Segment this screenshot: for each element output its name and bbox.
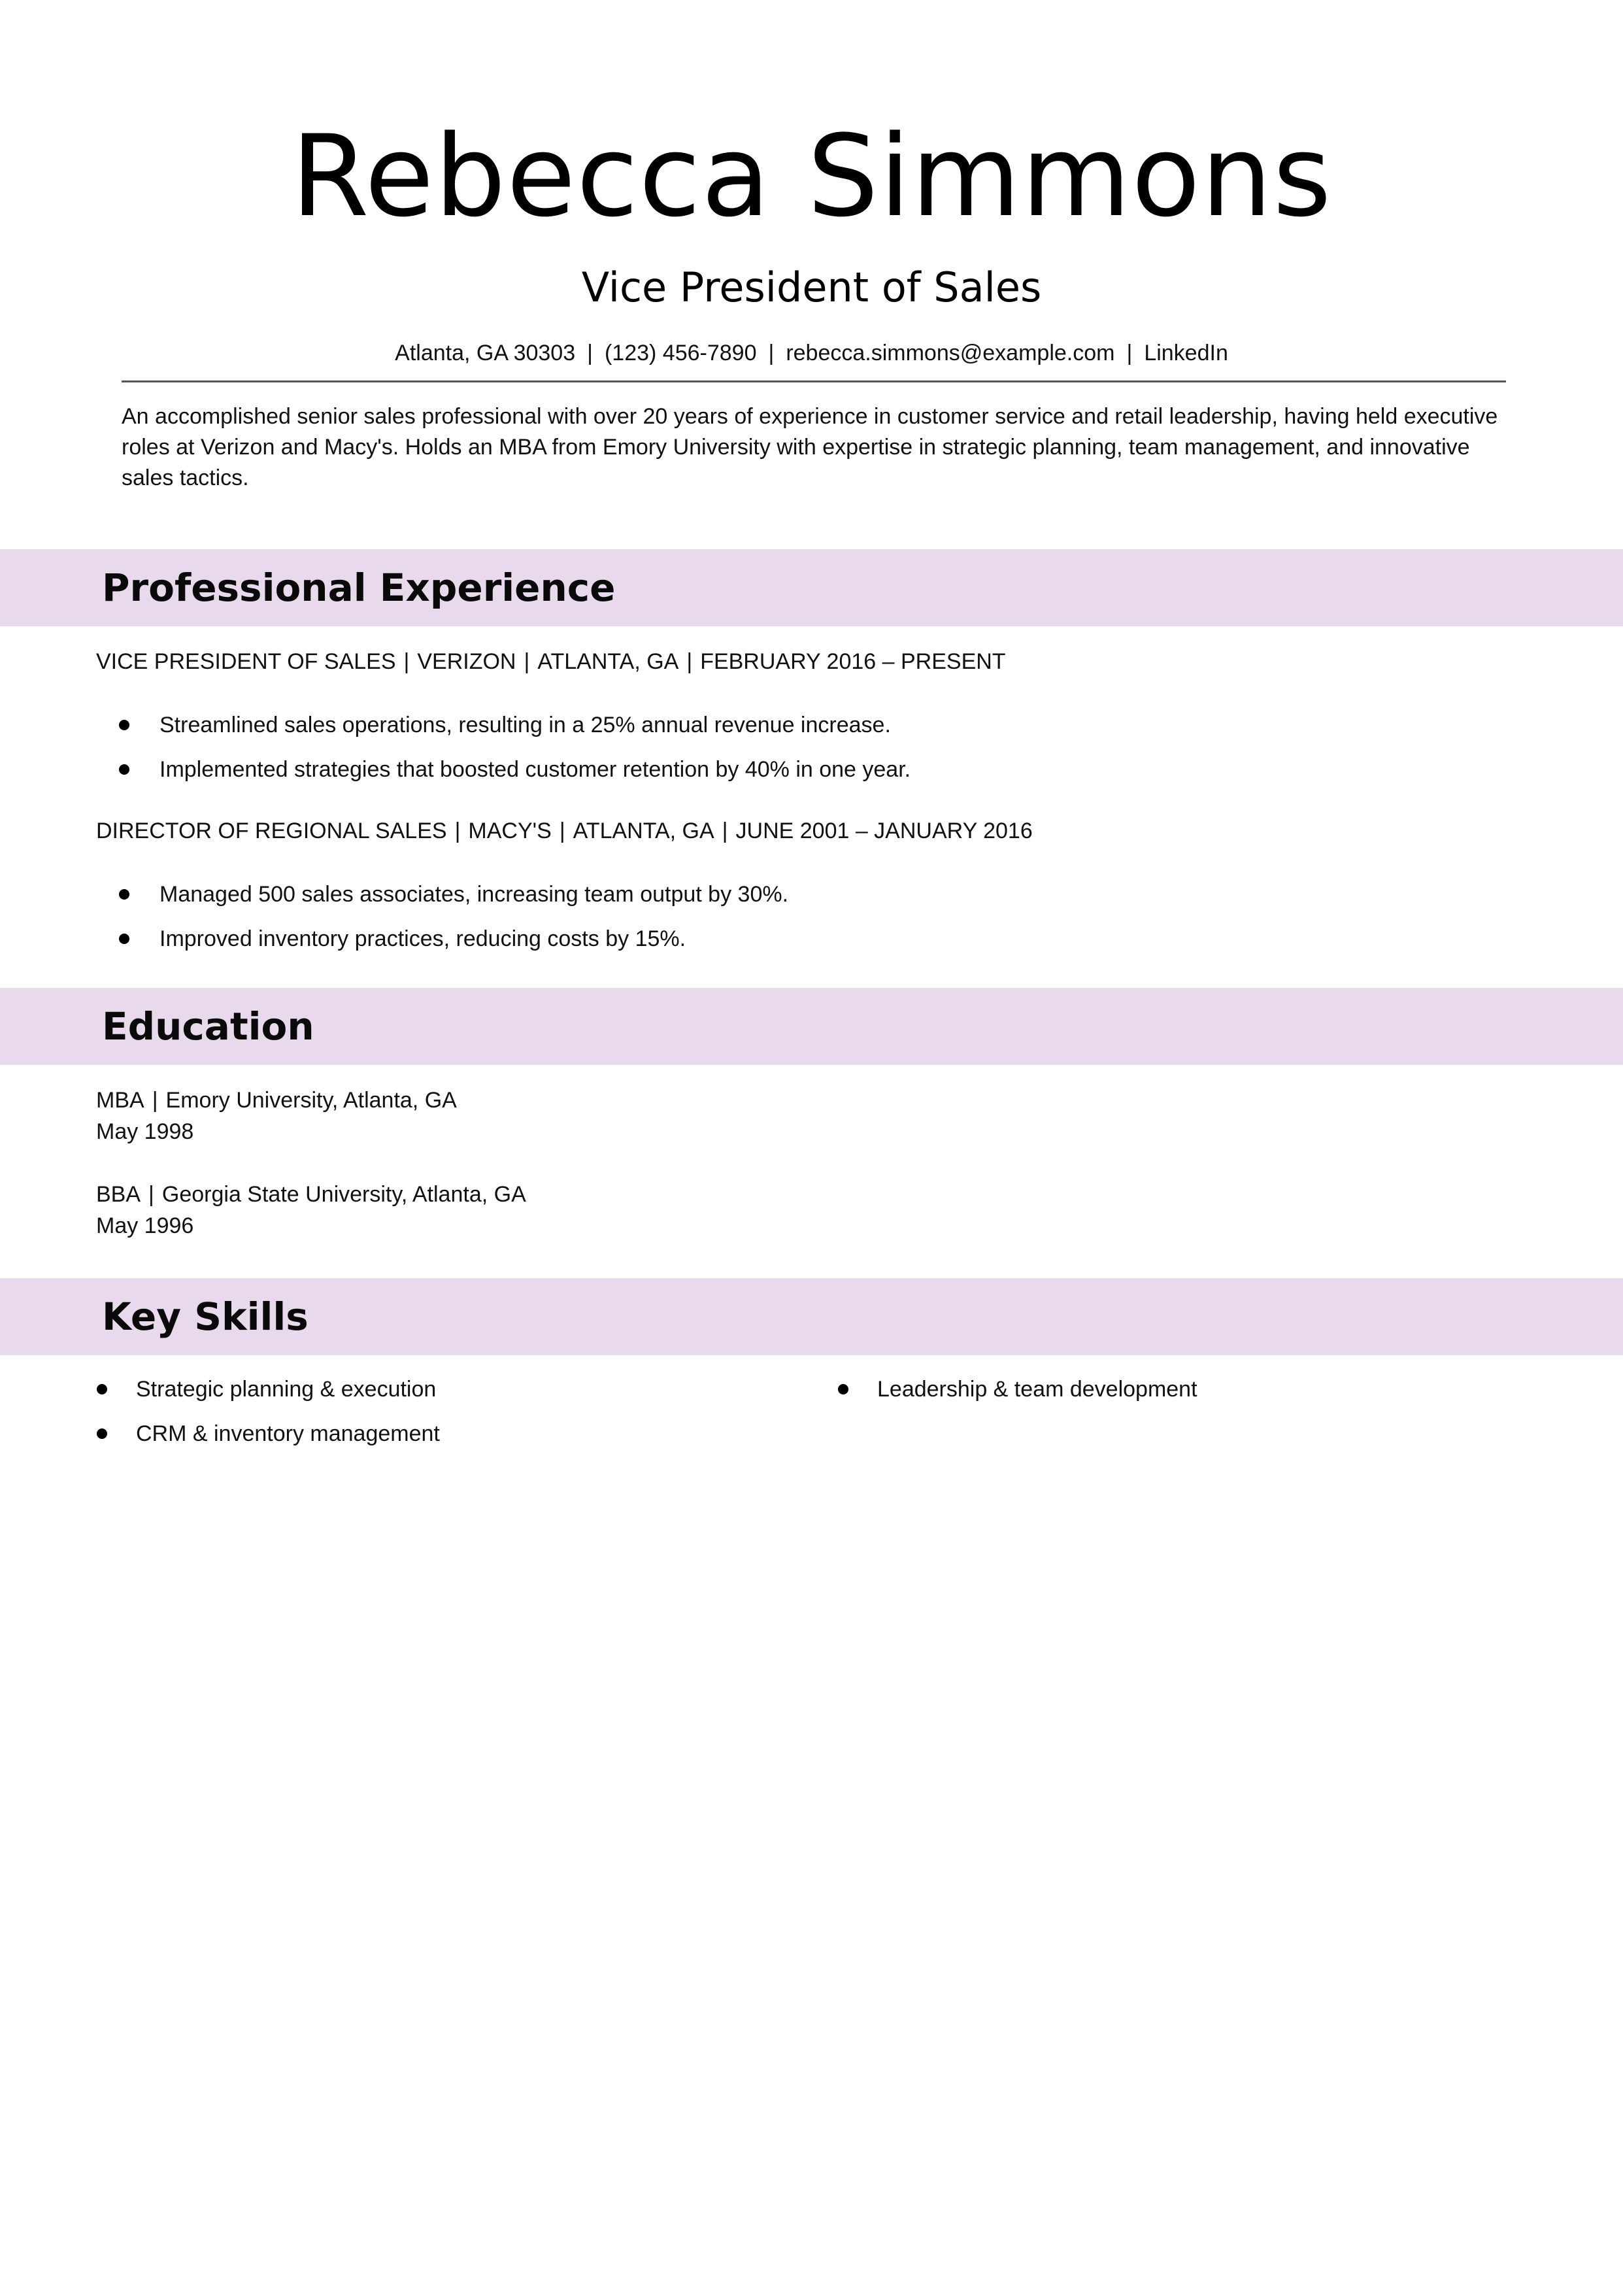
job-company: MACY'S	[468, 819, 552, 843]
bullet-icon	[97, 1428, 107, 1439]
job-separator: |	[559, 819, 565, 843]
job-location: ATLANTA, GA	[573, 819, 714, 843]
bullet-icon	[97, 1384, 107, 1394]
list-item: Implemented strategies that boosted cust…	[119, 754, 911, 798]
job-location: ATLANTA, GA	[537, 649, 679, 674]
list-item: CRM & inventory management	[97, 1418, 440, 1462]
education-school: Emory University, Atlanta, GA	[165, 1088, 457, 1113]
education-school: Georgia State University, Atlanta, GA	[161, 1182, 526, 1207]
job-bullets: Managed 500 sales associates, increasing…	[119, 879, 788, 968]
contact-line: Atlanta, GA 30303 | (123) 456-7890 | rebecca…	[0, 337, 1623, 369]
job-title: VICE PRESIDENT OF SALES	[96, 649, 396, 674]
education-entry: MBA | Emory University, Atlanta, GA May 19…	[96, 1085, 457, 1147]
list-item: Managed 500 sales associates, increasing…	[119, 879, 788, 923]
education-separator: |	[148, 1182, 154, 1207]
list-item: Improved inventory practices, reducing c…	[119, 923, 788, 968]
list-item: Streamlined sales operations, resulting …	[119, 709, 911, 754]
job-separator: |	[686, 649, 693, 674]
job-separator: |	[722, 819, 728, 843]
contact-email[interactable]: rebecca.simmons@example.com	[786, 341, 1115, 365]
candidate-name: Rebecca Simmons	[291, 110, 1332, 242]
list-item: Leadership & team development	[838, 1374, 1197, 1418]
list-item: Strategic planning & execution	[97, 1374, 440, 1418]
bullet-icon	[119, 720, 129, 730]
bullet-icon	[119, 764, 129, 775]
candidate-role: Vice President of Sales	[581, 263, 1042, 311]
contact-separator: |	[587, 341, 593, 365]
header-divider	[122, 380, 1506, 382]
job-dates: JUNE 2001 – JANUARY 2016	[735, 819, 1033, 843]
section-heading-education: Education	[102, 1004, 314, 1049]
section-heading-skills: Key Skills	[102, 1294, 309, 1339]
job-separator: |	[454, 819, 461, 843]
job-heading: VICE PRESIDENT OF SALES | VERIZON | ATLANTA,…	[96, 646, 1006, 677]
skills-list-right: Leadership & team development	[838, 1374, 1197, 1418]
summary-paragraph: An accomplished senior sales professiona…	[122, 404, 1498, 490]
contact-separator: |	[768, 341, 775, 365]
education-separator: |	[152, 1088, 158, 1113]
education-date: May 1998	[96, 1119, 194, 1144]
education-degree: MBA	[96, 1088, 144, 1113]
education-date: May 1996	[96, 1213, 194, 1238]
job-company: VERIZON	[417, 649, 516, 674]
contact-linkedin-link[interactable]: LinkedIn	[1144, 341, 1228, 365]
education-entry: BBA | Georgia State University, Atlanta, G…	[96, 1179, 526, 1241]
job-dates: FEBRUARY 2016 – PRESENT	[700, 649, 1006, 674]
contact-separator: |	[1126, 341, 1133, 365]
job-bullets: Streamlined sales operations, resulting …	[119, 709, 911, 798]
contact-address: Atlanta, GA 30303	[395, 341, 576, 365]
section-band-skills: Key Skills	[0, 1278, 1623, 1355]
job-separator: |	[524, 649, 530, 674]
section-band-experience: Professional Experience	[0, 549, 1623, 626]
skills-list-left: Strategic planning & execution CRM & inv…	[97, 1374, 440, 1462]
job-heading: DIRECTOR OF REGIONAL SALES | MACY'S | ATLANT…	[96, 815, 1033, 847]
bullet-icon	[119, 934, 129, 944]
job-separator: |	[403, 649, 410, 674]
contact-phone: (123) 456-7890	[604, 341, 757, 365]
bullet-icon	[119, 889, 129, 900]
section-band-education: Education	[0, 988, 1623, 1065]
education-degree: BBA	[96, 1182, 141, 1207]
bullet-icon	[838, 1384, 848, 1394]
job-title: DIRECTOR OF REGIONAL SALES	[96, 819, 447, 843]
section-heading-experience: Professional Experience	[102, 566, 616, 610]
